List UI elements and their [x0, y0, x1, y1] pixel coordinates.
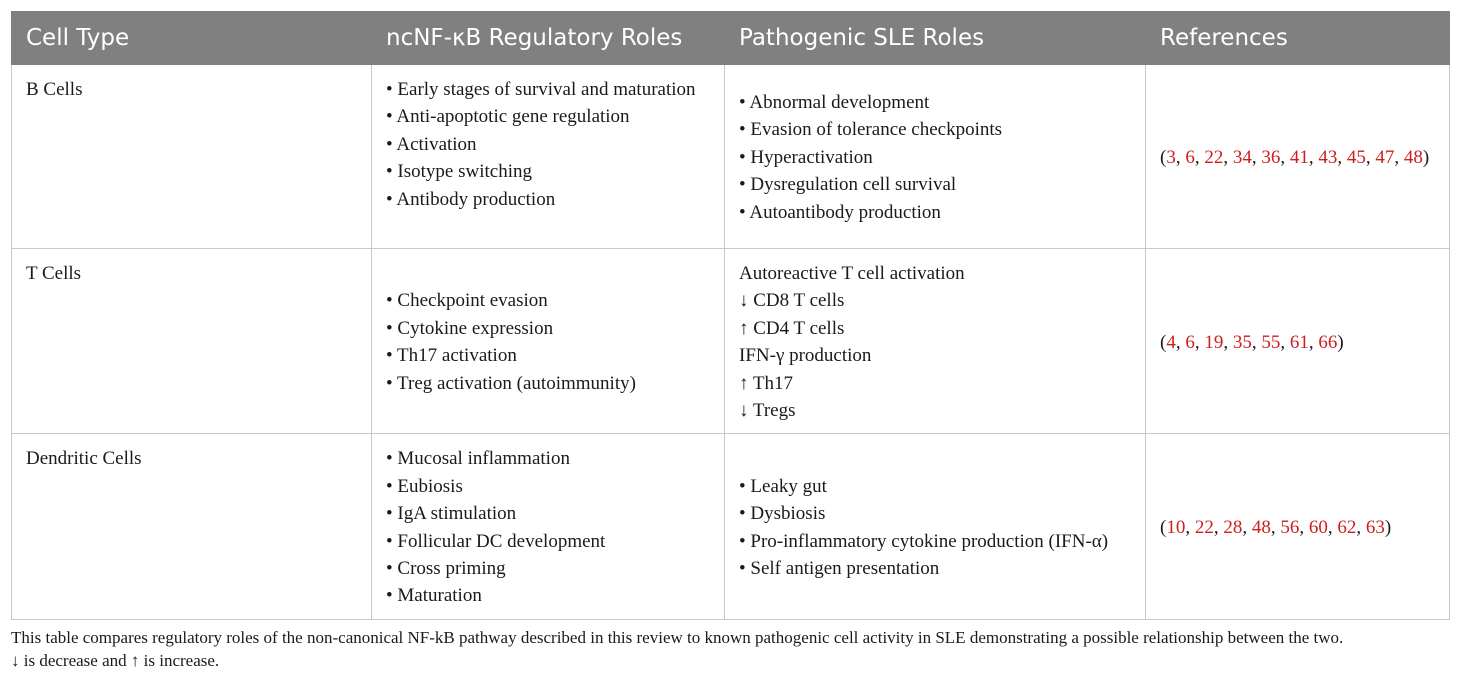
list-item: ↓ Tregs	[739, 400, 796, 422]
list-item: • Maturation	[386, 585, 482, 607]
table-row: Dendritic Cells • Mucosal inflammation •…	[11, 433, 1450, 620]
regulatory-list: • Early stages of survival and maturatio…	[371, 64, 725, 249]
cell-type: T Cells	[11, 247, 372, 435]
list-item: • Checkpoint evasion	[386, 290, 548, 312]
reference-link[interactable]: 22	[1204, 146, 1224, 168]
list-item: • Leaky gut	[739, 475, 827, 497]
list-item: • Treg activation (autoimmunity)	[386, 372, 636, 394]
pathogenic-list: • Abnormal development • Evasion of tole…	[724, 64, 1146, 249]
cell-type: Dendritic Cells	[11, 433, 372, 620]
list-item: • Pro-inflammatory cytokine production (…	[739, 530, 1109, 552]
list-item: • Eubiosis	[386, 475, 463, 497]
regulatory-list: • Checkpoint evasion • Cytokine expressi…	[371, 247, 725, 435]
list-item: • Evasion of tolerance checkpoints	[739, 119, 1003, 141]
list-item: • Mucosal inflammation	[386, 448, 570, 470]
reference-link[interactable]: 10	[1166, 516, 1186, 538]
reference-link[interactable]: 3	[1166, 146, 1176, 168]
list-item: • Antibody production	[386, 188, 556, 210]
reference-link[interactable]: 6	[1185, 331, 1195, 353]
reference-link[interactable]: 47	[1375, 146, 1395, 168]
list-item: • Abnormal development	[739, 91, 930, 113]
list-item: • Cytokine expression	[386, 317, 554, 339]
list-item: ↑ CD4 T cells	[739, 317, 845, 339]
reference-link[interactable]: 63	[1365, 516, 1385, 538]
list-item: ↑ Th17	[739, 372, 794, 394]
list-item: • Activation	[386, 133, 477, 155]
reference-link[interactable]: 35	[1232, 331, 1252, 353]
table-caption: This table compares regulatory roles of …	[11, 626, 1451, 672]
list-item: • Hyperactivation	[739, 146, 873, 168]
reference-link[interactable]: 4	[1166, 331, 1176, 353]
reference-link[interactable]: 34	[1232, 146, 1252, 168]
references-cell: (4, 6, 19, 35, 55, 61, 66)	[1145, 247, 1450, 435]
caption-legend: ↓ is decrease and ↑ is increase.	[11, 651, 220, 670]
reference-link[interactable]: 60	[1308, 516, 1328, 538]
table-container: Cell Type ncNF-κB Regulatory Roles Patho…	[11, 11, 1450, 620]
reference-link[interactable]: 28	[1223, 516, 1243, 538]
reference-link[interactable]: 56	[1280, 516, 1300, 538]
cell-type: B Cells	[11, 64, 372, 249]
reference-link[interactable]: 48	[1251, 516, 1271, 538]
list-item: Autoreactive T cell activation	[739, 263, 965, 284]
reference-link[interactable]: 22	[1194, 516, 1214, 538]
header-row: Cell Type ncNF-κB Regulatory Roles Patho…	[11, 11, 1450, 65]
reference-link[interactable]: 6	[1185, 146, 1195, 168]
references-cell: (3, 6, 22, 34, 36, 41, 43, 45, 47, 48)	[1145, 64, 1450, 249]
list-item: • Dysbiosis	[739, 503, 826, 525]
comparison-table: Cell Type ncNF-κB Regulatory Roles Patho…	[11, 11, 1450, 620]
list-item: • Dysregulation cell survival	[739, 174, 957, 196]
list-item: • Anti-apoptotic gene regulation	[386, 106, 630, 128]
header-regulatory-roles: ncNF-κB Regulatory Roles	[371, 11, 725, 65]
list-item: • IgA stimulation	[386, 503, 517, 525]
header-cell-type: Cell Type	[11, 11, 372, 65]
reference-link[interactable]: 43	[1318, 146, 1338, 168]
list-item: • Early stages of survival and maturatio…	[386, 79, 696, 100]
table-row: B Cells • Early stages of survival and m…	[11, 64, 1450, 249]
reference-link[interactable]: 45	[1346, 146, 1366, 168]
reference-link[interactable]: 62	[1337, 516, 1357, 538]
header-pathogenic-roles: Pathogenic SLE Roles	[724, 11, 1146, 65]
list-item: ↓ CD8 T cells	[739, 290, 845, 312]
reference-link[interactable]: 48	[1403, 146, 1423, 168]
reference-link[interactable]: 61	[1289, 331, 1309, 353]
table-row: T Cells • Checkpoint evasion • Cytokine …	[11, 247, 1450, 435]
list-item: • Self antigen presentation	[739, 558, 940, 580]
reference-link[interactable]: 41	[1289, 146, 1309, 168]
reference-link[interactable]: 19	[1204, 331, 1224, 353]
list-item: IFN-γ production	[739, 345, 872, 367]
list-item: • Isotype switching	[386, 161, 532, 183]
reference-link[interactable]: 36	[1261, 146, 1281, 168]
pathogenic-list: Autoreactive T cell activation ↓ CD8 T c…	[724, 247, 1146, 435]
caption-line: This table compares regulatory roles of …	[11, 628, 1344, 647]
regulatory-list: • Mucosal inflammation • Eubiosis • IgA …	[371, 433, 725, 620]
reference-link[interactable]: 55	[1261, 331, 1281, 353]
list-item: • Th17 activation	[386, 345, 517, 367]
list-item: • Autoantibody production	[739, 201, 941, 223]
list-item: • Cross priming	[386, 558, 506, 580]
header-references: References	[1145, 11, 1450, 65]
pathogenic-list: • Leaky gut • Dysbiosis • Pro-inflammato…	[724, 433, 1146, 620]
references-cell: (10, 22, 28, 48, 56, 60, 62, 63)	[1145, 433, 1450, 620]
list-item: • Follicular DC development	[386, 530, 606, 552]
reference-link[interactable]: 66	[1318, 331, 1338, 353]
